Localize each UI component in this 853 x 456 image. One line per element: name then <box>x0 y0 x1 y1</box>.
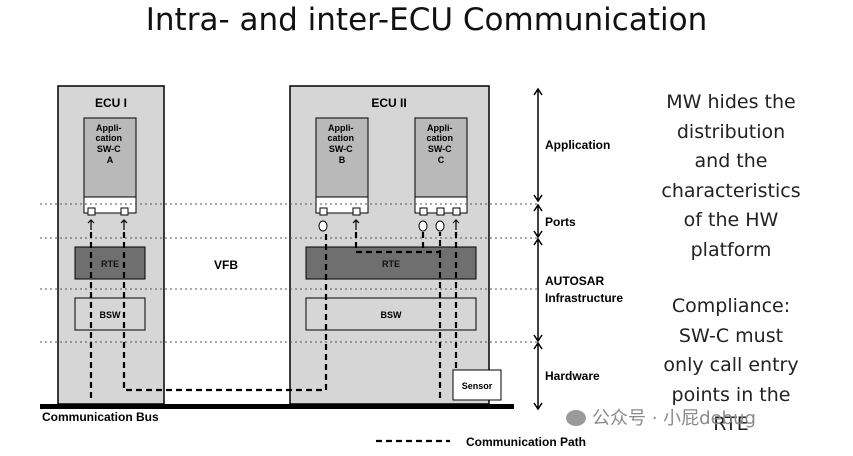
layer-infrastructure-label: Infrastructure <box>545 291 623 305</box>
port-square <box>352 207 361 216</box>
layer-ports-label: Ports <box>545 215 576 229</box>
ecu1-label: ECU I <box>95 96 127 110</box>
sensor-box <box>452 369 502 401</box>
watermark-text: 公众号 · 小屁debug <box>592 408 756 429</box>
axis-application <box>533 87 543 203</box>
layer-application-label: Application <box>545 138 610 152</box>
layer-hardware-label: Hardware <box>545 369 600 383</box>
port-square <box>436 207 445 216</box>
swc-c-line: C <box>438 155 445 165</box>
note-compliance-line: Compliance: <box>671 295 791 317</box>
swc-c-line: cation <box>426 133 453 143</box>
swc-b-box <box>315 117 369 198</box>
ecu1-bsw-label: BSW <box>100 310 122 320</box>
ecu2-rte-label: RTE <box>382 259 400 269</box>
port-circles <box>318 220 445 232</box>
ecu2-label: ECU II <box>371 96 406 110</box>
swc-a-line: Appli- <box>96 123 122 133</box>
note-mw-hides-line: MW hides the <box>666 91 796 113</box>
swc-b-line: cation <box>327 133 354 143</box>
ecu1-rte-bar <box>74 246 146 280</box>
ecu2-bsw-label: BSW <box>381 310 403 320</box>
note-mw-hides: MW hides the distribution and the character… <box>648 88 814 265</box>
layer-autosar-label: AUTOSAR <box>545 274 604 288</box>
ecu2-bsw-bar <box>305 297 477 331</box>
note-compliance: Compliance: SW-C must only call entry point… <box>648 292 814 440</box>
note-mw-hides-line: characteristics <box>661 179 801 202</box>
swc-a-box <box>83 117 137 198</box>
swc-c-line: Appli- <box>427 123 453 133</box>
ecu1-rte-label: RTE <box>101 259 119 269</box>
axis-hardware <box>533 341 543 411</box>
note-compliance-line: only call entry <box>663 354 799 376</box>
bus-label: Communication Bus <box>42 410 159 424</box>
communication-paths <box>89 232 458 402</box>
note-mw-hides-line: and the <box>694 150 768 172</box>
note-compliance-line: SW-C must <box>678 324 784 347</box>
swc-b-line: SW-C <box>329 144 353 154</box>
path-b-to-c-through-rte <box>354 232 442 254</box>
port-arrow <box>120 219 128 230</box>
port-group <box>87 207 461 216</box>
swc-c-label: Appli- cation SW-C C <box>426 123 455 165</box>
port-square <box>319 207 328 216</box>
note-mw-hides-line: platform <box>690 238 772 261</box>
port-circle <box>418 220 428 232</box>
note-compliance-line: points in the <box>671 383 791 406</box>
port-arrow <box>452 219 460 230</box>
port-arrow <box>87 219 95 230</box>
legend-label: Communication Path <box>466 435 586 449</box>
swc-c-line: SW-C <box>428 144 452 154</box>
communication-bus <box>40 404 514 409</box>
port-arrow <box>352 219 360 230</box>
port-arrows <box>87 219 460 230</box>
port-square <box>120 207 129 216</box>
vfb-label: VFB <box>214 258 238 272</box>
port-square <box>452 207 461 216</box>
ecu1-bsw-bar <box>74 297 146 331</box>
note-mw-hides-line: of the HW <box>683 209 779 231</box>
axis-autosar <box>533 237 543 343</box>
sensor-label: Sensor <box>462 381 493 391</box>
port-square <box>87 207 96 216</box>
port-circle <box>435 220 445 232</box>
port-square <box>419 207 428 216</box>
swc-a-line: cation <box>95 133 122 143</box>
swc-b-line: Appli- <box>328 123 354 133</box>
watermark: 公众号 · 小屁debug <box>566 404 756 430</box>
layer-axis <box>533 87 543 411</box>
note-mw-hides-line: distribution <box>676 120 786 143</box>
page-title: Intra- and inter-ECU Communication <box>145 2 708 38</box>
note-compliance-line: RTE <box>713 413 749 435</box>
swc-b-line: B <box>339 155 346 165</box>
axis-ports <box>533 203 543 239</box>
swc-b-label: Appli- cation SW-C B <box>327 123 356 165</box>
wechat-icon <box>566 410 586 426</box>
swc-a-label: Appli- cation SW-C A <box>95 123 124 165</box>
swc-a-line: A <box>107 155 114 165</box>
port-circle <box>318 220 328 232</box>
swc-a-line: SW-C <box>97 144 121 154</box>
